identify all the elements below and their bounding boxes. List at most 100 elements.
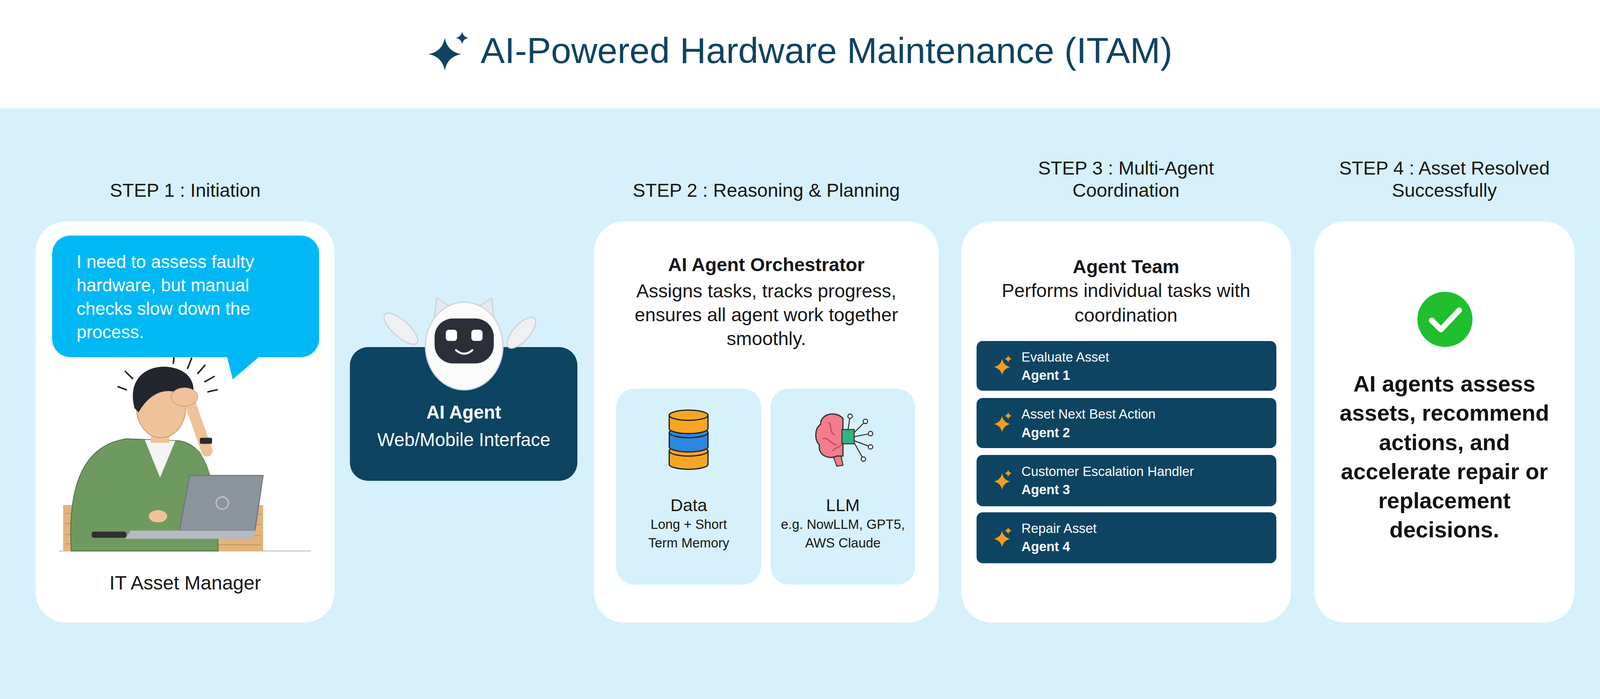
person-hand bbox=[171, 387, 198, 407]
brain-fold bbox=[822, 422, 841, 452]
circuit-node bbox=[868, 431, 873, 436]
illustration-group bbox=[993, 355, 1012, 375]
illustration bbox=[976, 341, 1277, 392]
laptop-base bbox=[125, 530, 258, 539]
card-body: Performs individual tasks with coordinat… bbox=[982, 278, 1270, 328]
title-sparkle bbox=[427, 28, 471, 74]
laptop-logo bbox=[216, 496, 229, 510]
stress-line bbox=[125, 371, 133, 379]
illustration-group bbox=[993, 469, 1012, 490]
stress-line bbox=[197, 365, 206, 374]
agent-sparkle-small bbox=[1004, 412, 1012, 420]
agent-task-bar: Asset Next Best ActionAgent 2 bbox=[976, 397, 1277, 449]
memory-box: DataLong + Short Term Memory bbox=[616, 388, 762, 585]
agent-sparkle bbox=[993, 415, 1011, 432]
speech-text: I need to assess faulty hardware, but ma… bbox=[76, 250, 310, 344]
circuit-node bbox=[863, 418, 868, 424]
result-card: STEP 4 : Asset Resolved SuccessfullyAI a… bbox=[1314, 221, 1575, 623]
laptop-lid bbox=[179, 475, 264, 531]
card-body: Assigns tasks, tracks progress, ensures … bbox=[623, 279, 910, 352]
agent-sparkle bbox=[993, 530, 1011, 547]
result-text: AI agents assess assets, recommend actio… bbox=[1326, 369, 1563, 545]
robot-eye bbox=[446, 329, 458, 342]
role-label: IT Asset Manager bbox=[35, 571, 335, 595]
success-circle bbox=[1417, 291, 1473, 347]
stress-line bbox=[208, 389, 218, 392]
chip bbox=[842, 429, 855, 444]
database-top bbox=[669, 410, 709, 421]
box-subtitle: Long + Short Term Memory bbox=[637, 515, 740, 552]
stress-line bbox=[187, 357, 192, 369]
illustration-group bbox=[226, 355, 262, 380]
diagram-title: AI-Powered Hardware Maintenance (ITAM) bbox=[480, 29, 1173, 73]
agent-id: Agent 4 bbox=[1021, 538, 1267, 555]
person-hand-lower bbox=[149, 510, 168, 523]
step-heading: STEP 1 : Initiation bbox=[35, 179, 335, 203]
agent-task-name: Repair Asset bbox=[1021, 520, 1267, 537]
agent-id: Agent 1 bbox=[1021, 367, 1267, 384]
agent-sparkle-small bbox=[1004, 355, 1012, 363]
robot-face bbox=[434, 318, 494, 364]
agent-task-name: Evaluate Asset bbox=[1021, 349, 1267, 366]
illustration bbox=[616, 388, 762, 585]
robot-arm bbox=[502, 312, 541, 353]
illustration-group bbox=[58, 353, 312, 551]
agent-interface-box: AI AgentWeb/Mobile Interface bbox=[349, 347, 578, 481]
illustration bbox=[770, 388, 916, 585]
illustration bbox=[976, 454, 1277, 506]
box-title: LLM bbox=[770, 494, 916, 516]
step-heading: STEP 4 : Asset Resolved Successfully bbox=[1322, 157, 1567, 203]
agent-task-bar: Repair AssetAgent 4 bbox=[976, 512, 1277, 564]
undershirt bbox=[145, 439, 176, 478]
box-subtitle: e.g. NowLLM, GPT5, AWS Claude bbox=[776, 515, 910, 552]
robot-smile bbox=[456, 349, 473, 354]
illustration-group bbox=[1417, 291, 1473, 347]
step-card: I need to assess faulty hardware, but ma… bbox=[35, 221, 335, 623]
agent-sparkle-small bbox=[1004, 526, 1012, 535]
robot-eye bbox=[471, 329, 483, 342]
agent-sparkle-small bbox=[1004, 469, 1012, 478]
circuit-node bbox=[868, 444, 873, 450]
stress-line bbox=[118, 386, 127, 390]
agent-id: Agent 3 bbox=[1021, 481, 1267, 498]
agent-sparkle bbox=[993, 473, 1011, 490]
phone bbox=[91, 531, 127, 538]
sparkle-small bbox=[456, 31, 469, 44]
robot-head bbox=[425, 302, 504, 390]
illustration-group bbox=[993, 526, 1012, 547]
step-card: Evaluate AssetAgent 1Asset Next Best Act… bbox=[961, 221, 1291, 623]
agent-sparkle bbox=[993, 358, 1011, 375]
sparkle-large bbox=[428, 37, 462, 71]
agent-task-bar: Customer Escalation HandlerAgent 3 bbox=[976, 454, 1277, 506]
agent-id: Agent 2 bbox=[1021, 424, 1267, 441]
illustration-group bbox=[669, 410, 709, 470]
circuit-trace bbox=[854, 442, 864, 459]
illustration-group bbox=[379, 297, 541, 390]
agent-task-name: Customer Escalation Handler bbox=[1021, 463, 1267, 480]
step-heading: STEP 3 : Multi-Agent Coordination bbox=[1003, 157, 1249, 203]
illustration-group bbox=[993, 412, 1012, 432]
illustration bbox=[976, 397, 1277, 449]
title-row: AI-Powered Hardware Maintenance (ITAM) bbox=[0, 0, 1600, 102]
box-title: AI Agent bbox=[349, 401, 578, 424]
circuit-node bbox=[847, 414, 853, 419]
brain bbox=[815, 414, 843, 458]
robot-arm bbox=[379, 308, 423, 350]
speech-tail bbox=[226, 355, 262, 380]
stress-line bbox=[205, 376, 215, 382]
box-subtitle: Web/Mobile Interface bbox=[349, 428, 578, 452]
step-heading: STEP 2 : Reasoning & Planning bbox=[593, 179, 939, 203]
circuit-node bbox=[861, 456, 866, 462]
illustration bbox=[976, 512, 1277, 564]
agent-task-bar: Evaluate AssetAgent 1 bbox=[976, 341, 1277, 392]
agent-task-name: Asset Next Best Action bbox=[1021, 406, 1267, 423]
speech-bubble: I need to assess faulty hardware, but ma… bbox=[52, 235, 320, 358]
step-card: DataLong + Short Term MemoryLLMe.g. NowL… bbox=[593, 221, 939, 623]
person-arm-lower bbox=[99, 477, 151, 515]
wristwatch bbox=[200, 437, 213, 444]
illustration-group bbox=[815, 414, 873, 467]
llm-box: LLMe.g. NowLLM, GPT5, AWS Claude bbox=[770, 388, 916, 585]
box-title: Data bbox=[616, 494, 762, 516]
card-title: Agent Team bbox=[961, 254, 1291, 279]
